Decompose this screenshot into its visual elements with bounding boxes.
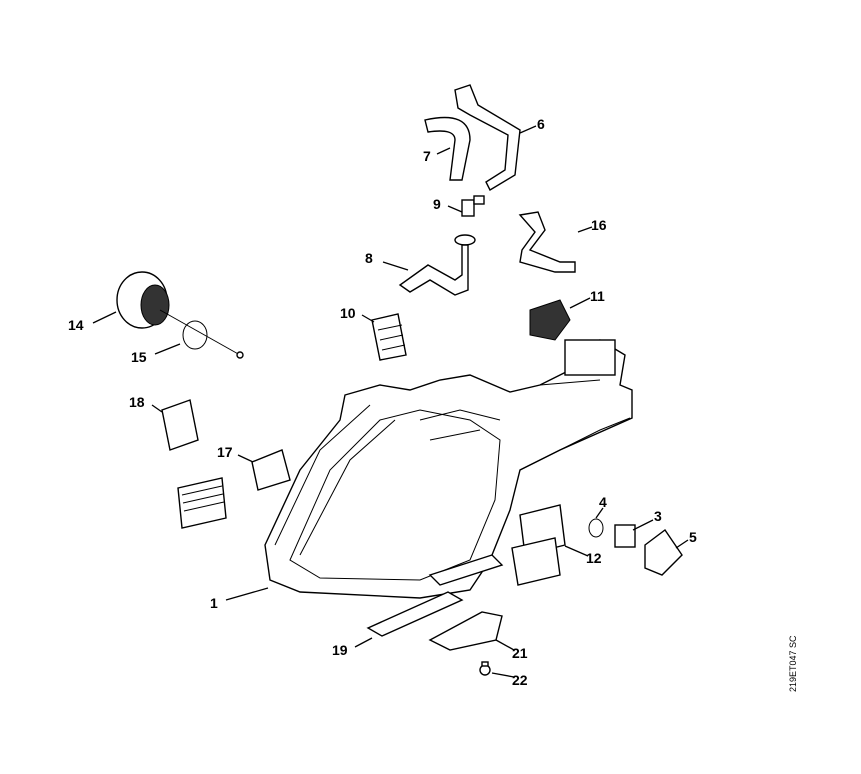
part-11-insert[interactable] — [529, 299, 571, 341]
part-12-labels[interactable] — [511, 504, 566, 586]
callout-15[interactable]: 15 — [131, 349, 147, 365]
part-10-fuel-filter[interactable] — [371, 313, 407, 361]
part-19-plate[interactable] — [366, 554, 504, 637]
callout-16[interactable]: 16 — [591, 217, 607, 233]
callout-3[interactable]: 3 — [654, 508, 662, 524]
part-5-cap[interactable] — [644, 529, 683, 576]
callout-5[interactable]: 5 — [689, 529, 697, 545]
part-1-housing[interactable] — [264, 339, 633, 599]
callout-17[interactable]: 17 — [217, 444, 233, 460]
callout-4[interactable]: 4 — [599, 494, 607, 510]
callout-6[interactable]: 6 — [537, 116, 545, 132]
part-3-valve[interactable] — [614, 524, 636, 548]
callout-7[interactable]: 7 — [423, 148, 431, 164]
blank-plate-left — [177, 477, 227, 529]
part-16-hose[interactable] — [518, 211, 576, 273]
part-15-oring-hose[interactable] — [159, 309, 244, 359]
callout-9[interactable]: 9 — [433, 196, 441, 212]
part-4-oring[interactable] — [588, 518, 604, 538]
callout-21[interactable]: 21 — [512, 645, 528, 661]
part-8-suction-hose[interactable] — [398, 234, 476, 296]
part-14-oil-pump[interactable] — [116, 271, 170, 329]
callout-1[interactable]: 1 — [210, 595, 218, 611]
callout-labels: 1 3 4 5 6 7 8 9 10 11 12 14 15 16 17 18 … — [68, 116, 697, 688]
part-22-screw[interactable] — [479, 661, 491, 676]
part-18-label[interactable] — [161, 399, 199, 451]
callout-18[interactable]: 18 — [129, 394, 145, 410]
leader-lines — [92, 125, 689, 678]
callout-22[interactable]: 22 — [512, 672, 528, 688]
callout-10[interactable]: 10 — [340, 305, 356, 321]
part-7-hose[interactable] — [424, 116, 471, 181]
part-9-fitting[interactable] — [461, 195, 485, 217]
callout-8[interactable]: 8 — [365, 250, 373, 266]
part-21-cover[interactable] — [428, 611, 503, 651]
callout-11[interactable]: 11 — [590, 288, 605, 304]
callout-12[interactable]: 12 — [586, 550, 602, 566]
part-17-label[interactable] — [251, 449, 291, 491]
callout-14[interactable]: 14 — [68, 317, 84, 333]
callout-19[interactable]: 19 — [332, 642, 348, 658]
drawing-code: 219ET047 SC — [788, 635, 798, 692]
part-6-fuel-hose[interactable] — [454, 84, 521, 191]
